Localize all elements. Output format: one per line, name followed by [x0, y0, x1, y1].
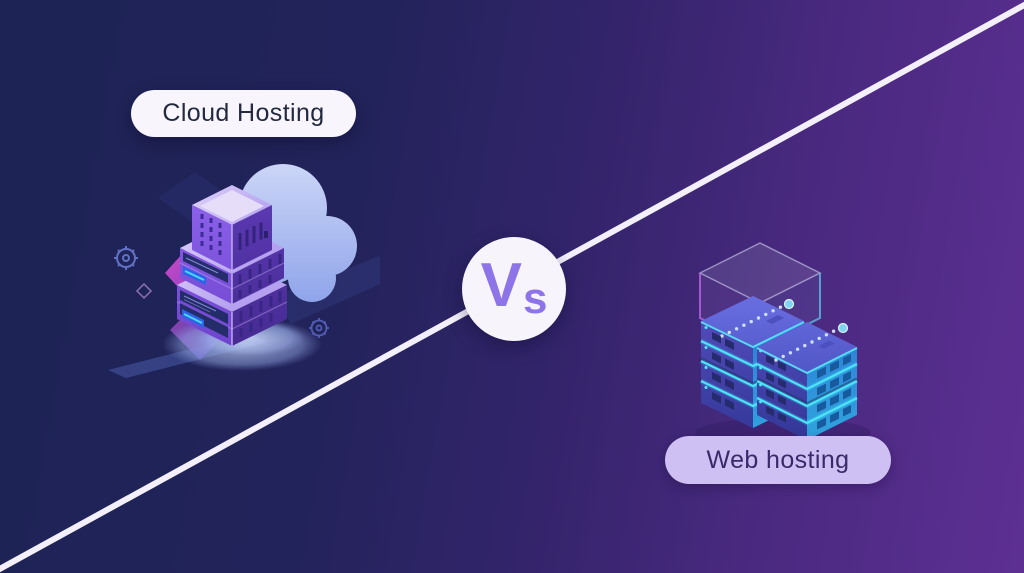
vs-letter-v: V: [480, 251, 522, 320]
server-rack-icon: [755, 322, 859, 440]
power-button: [837, 322, 849, 334]
cloud-server-illustration: [108, 164, 380, 378]
cloud-hosting-label-text: Cloud Hosting: [162, 99, 325, 127]
rack-ports: [759, 349, 851, 430]
web-hosting-label-text: Web hosting: [706, 445, 850, 474]
gear-icon: [309, 318, 329, 338]
gear-icon: [114, 246, 138, 270]
web-server-illustration: [695, 242, 871, 448]
web-hosting-label: Web hosting: [665, 436, 891, 484]
vs-badge: V s: [462, 237, 566, 341]
server-tower-icon: [176, 185, 288, 346]
led-strip: [774, 329, 836, 362]
vs-letter-s: s: [522, 274, 548, 323]
led-strip: [720, 305, 783, 338]
decor-diamond-outline: [135, 282, 153, 300]
cloud-hosting-label: Cloud Hosting: [131, 90, 356, 137]
power-button: [783, 298, 795, 310]
